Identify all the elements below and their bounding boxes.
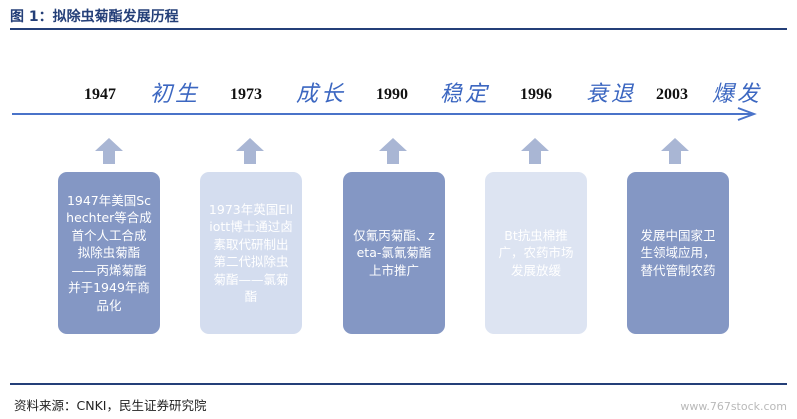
milestone-description: 1947年美国Schechter等合成首个人工合成拟除虫菊酯——丙烯菊酯并于19… (66, 192, 152, 313)
footer-divider (10, 383, 787, 385)
milestone-card-2003: 发展中国家卫生领域应用，替代管制农药 (627, 172, 729, 334)
phase-label-boom: 爆发 (712, 82, 763, 107)
phase-label-birth: 初生 (150, 82, 201, 107)
watermark: www.767stock.com (680, 400, 787, 413)
figure-title: 图 1：拟除虫菊酯发展历程 (10, 9, 179, 25)
up-arrow-icon (521, 138, 549, 164)
up-arrow-icon (379, 138, 407, 164)
phase-label-stable: 稳定 (440, 82, 491, 107)
up-arrow-icon (236, 138, 264, 164)
year-label-1947: 1947 (84, 86, 116, 103)
milestone-card-1947: 1947年美国Schechter等合成首个人工合成拟除虫菊酯——丙烯菊酯并于19… (58, 172, 160, 334)
milestone-card-1996: Bt抗虫棉推广，农药市场发展放缓 (485, 172, 587, 334)
year-label-1973: 1973 (230, 86, 262, 103)
year-label-2003: 2003 (656, 86, 688, 103)
timeline-arrow (12, 107, 757, 121)
milestone-description: Bt抗虫棉推广，农药市场发展放缓 (498, 227, 574, 278)
source-note: 资料来源：CNKI，民生证券研究院 (14, 398, 207, 413)
year-label-1990: 1990 (376, 86, 408, 103)
milestone-card-1973: 1973年英国Elliott博士通过卤素取代研制出第二代拟除虫菊酯——氯菊酯 (200, 172, 302, 334)
phase-label-growth: 成长 (296, 82, 347, 107)
milestone-card-1990: 仅氰丙菊酯、zeta-氯氰菊酯上市推广 (343, 172, 445, 334)
milestone-description: 仅氰丙菊酯、zeta-氯氰菊酯上市推广 (353, 227, 435, 278)
up-arrow-icon (95, 138, 123, 164)
up-arrow-icon (661, 138, 689, 164)
title-divider (10, 28, 787, 30)
phase-label-decline: 衰退 (586, 82, 637, 107)
year-label-1996: 1996 (520, 86, 552, 103)
milestone-description: 1973年英国Elliott博士通过卤素取代研制出第二代拟除虫菊酯——氯菊酯 (208, 201, 294, 305)
milestone-description: 发展中国家卫生领域应用，替代管制农药 (640, 227, 716, 278)
